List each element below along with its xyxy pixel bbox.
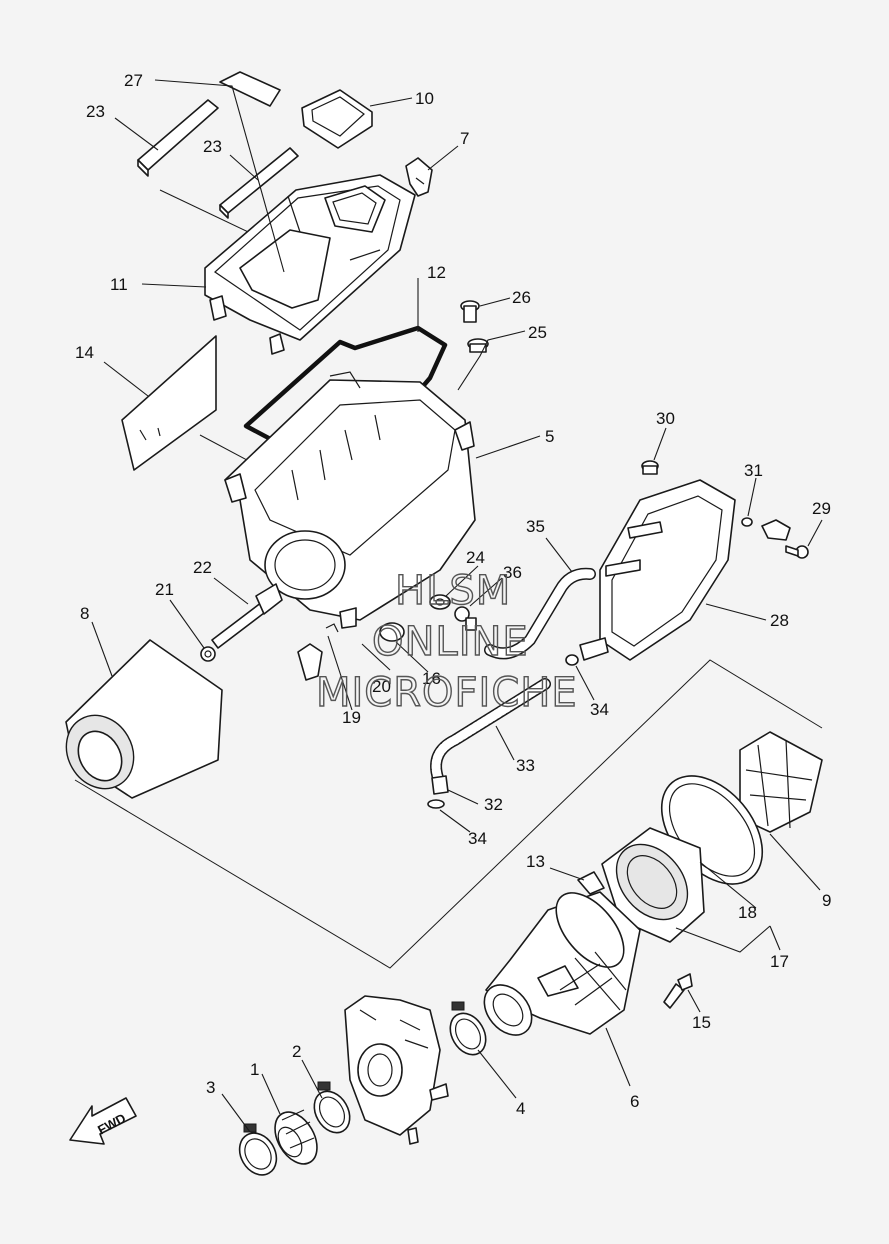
callout-7: 7 [460, 129, 469, 148]
callout-35: 35 [526, 517, 545, 536]
part-8-air-filter [65, 639, 223, 799]
callout-9: 9 [822, 891, 831, 910]
callout-26: 26 [512, 288, 531, 307]
part-24-nut [429, 594, 451, 610]
callout-30: 30 [656, 409, 675, 428]
watermark: HLSM ONLINE MICROFICHE [315, 567, 578, 716]
callout-31: 31 [744, 461, 763, 480]
callout-13: 13 [526, 852, 545, 871]
part-21-washer [200, 646, 216, 662]
part-13-band [577, 871, 605, 895]
part-4-clamp [449, 1001, 487, 1056]
part-26-bolt [460, 300, 480, 323]
callout-4: 4 [516, 1099, 525, 1118]
part-27-sheet [219, 71, 281, 107]
part-10-duct-seal [301, 89, 373, 149]
callout-14: 14 [75, 343, 94, 362]
part-16-ring [379, 622, 405, 642]
callout-23: 23 [203, 137, 222, 156]
callout-18: 18 [738, 903, 757, 922]
part-14-label [121, 335, 217, 471]
callout-33: 33 [516, 756, 535, 775]
part-6-intake-joint [483, 891, 641, 1036]
callout-10: 10 [415, 89, 434, 108]
callout-28: 28 [770, 611, 789, 630]
part-29-screw [785, 545, 809, 559]
part-34-clamp-lower [427, 799, 445, 809]
callout-15: 15 [692, 1013, 711, 1032]
callout-1: 1 [250, 1060, 259, 1079]
callout-12: 12 [427, 263, 446, 282]
part-7-clip [405, 157, 433, 197]
part-31-washer [741, 517, 753, 527]
callout-21: 21 [155, 580, 174, 599]
callout-29: 29 [812, 499, 831, 518]
part-34-clamp-upper [565, 654, 579, 666]
callout-22: 22 [193, 558, 212, 577]
leader-lines [91, 79, 823, 1133]
callout-23: 23 [86, 102, 105, 121]
callout-27: 27 [124, 71, 143, 90]
callout-2: 2 [292, 1042, 301, 1061]
watermark-line-3: MICROFICHE [316, 670, 578, 716]
part-23-foam-strip-lower [219, 147, 299, 219]
forward-direction-arrow: FWD [69, 1097, 137, 1145]
callout-6: 6 [630, 1092, 639, 1111]
callout-32: 32 [484, 795, 503, 814]
part-5-air-box-case [224, 371, 476, 629]
watermark-line-1: HLSM [395, 568, 511, 614]
callout-8: 8 [80, 604, 89, 623]
part-28-cover [579, 479, 736, 661]
callout-16: 16 [422, 669, 441, 688]
part-22-bolt [211, 583, 283, 649]
part-36-fitting [454, 606, 477, 631]
part-19-bracket [297, 643, 323, 681]
callout-34: 34 [590, 700, 609, 719]
part-11-air-box-cover [204, 174, 416, 355]
carburetor [344, 995, 449, 1145]
callout-5: 5 [545, 427, 554, 446]
callout-3: 3 [206, 1078, 215, 1097]
part-2-clamp [313, 1081, 351, 1134]
callout-24: 24 [466, 548, 485, 567]
callout-11: 11 [110, 275, 128, 294]
part-15-rivet [663, 973, 693, 1009]
part-1-carburetor-joint [274, 1109, 318, 1165]
callout-34: 34 [468, 829, 487, 848]
part-32-plug [431, 775, 449, 795]
callout-numbers: 27 10 23 23 7 11 12 26 25 14 5 30 31 29 … [75, 71, 831, 1118]
part-33-drain-hose [430, 678, 551, 784]
callout-20: 20 [372, 677, 391, 696]
part-30-grommet [641, 460, 659, 475]
part-3-clamp [238, 1123, 278, 1176]
part-23-foam-strip-upper [137, 99, 219, 177]
part-35-hose [484, 567, 596, 660]
part-20-clip [325, 623, 339, 633]
callout-17: 17 [770, 952, 789, 971]
callout-25: 25 [528, 323, 547, 342]
watermark-line-2: ONLINE [372, 619, 529, 665]
callout-19: 19 [342, 708, 361, 727]
callout-36: 36 [503, 563, 522, 582]
part-29-clip [761, 519, 791, 541]
part-25-collar [467, 338, 489, 353]
